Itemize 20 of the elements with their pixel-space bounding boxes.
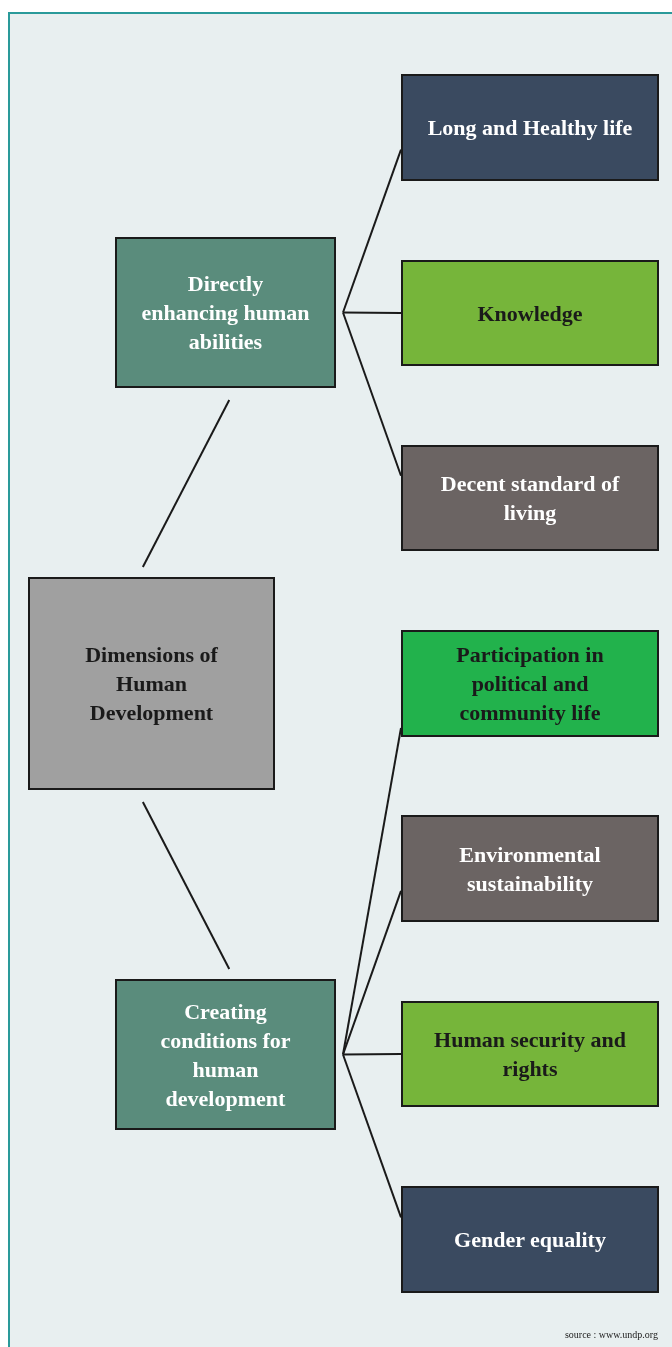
category-box: Long and Healthy life <box>401 74 659 181</box>
connector-line <box>141 801 231 970</box>
category-box: Environmental sustainability <box>401 815 659 922</box>
connector-line <box>342 1053 402 1219</box>
category-box: Dimensions of Human Development <box>28 577 275 790</box>
category-box: Creating conditions for human development <box>115 979 336 1130</box>
connector-line <box>342 311 402 477</box>
category-box: Human security and rights <box>401 1001 659 1107</box>
connector-line <box>342 311 402 314</box>
category-box: Decent standard of living <box>401 445 659 551</box>
connector-line <box>342 727 402 1056</box>
category-box: Knowledge <box>401 260 659 366</box>
category-box: Directly enhancing human abilities <box>115 237 336 388</box>
category-box: Gender equality <box>401 1186 659 1293</box>
connector-line <box>141 399 231 568</box>
connector-line <box>342 1053 402 1056</box>
connector-line <box>342 889 402 1056</box>
connector-line <box>342 148 402 314</box>
source-note: source : www.undp.org <box>564 1329 658 1340</box>
category-box: Participation in political and community life <box>401 630 659 737</box>
